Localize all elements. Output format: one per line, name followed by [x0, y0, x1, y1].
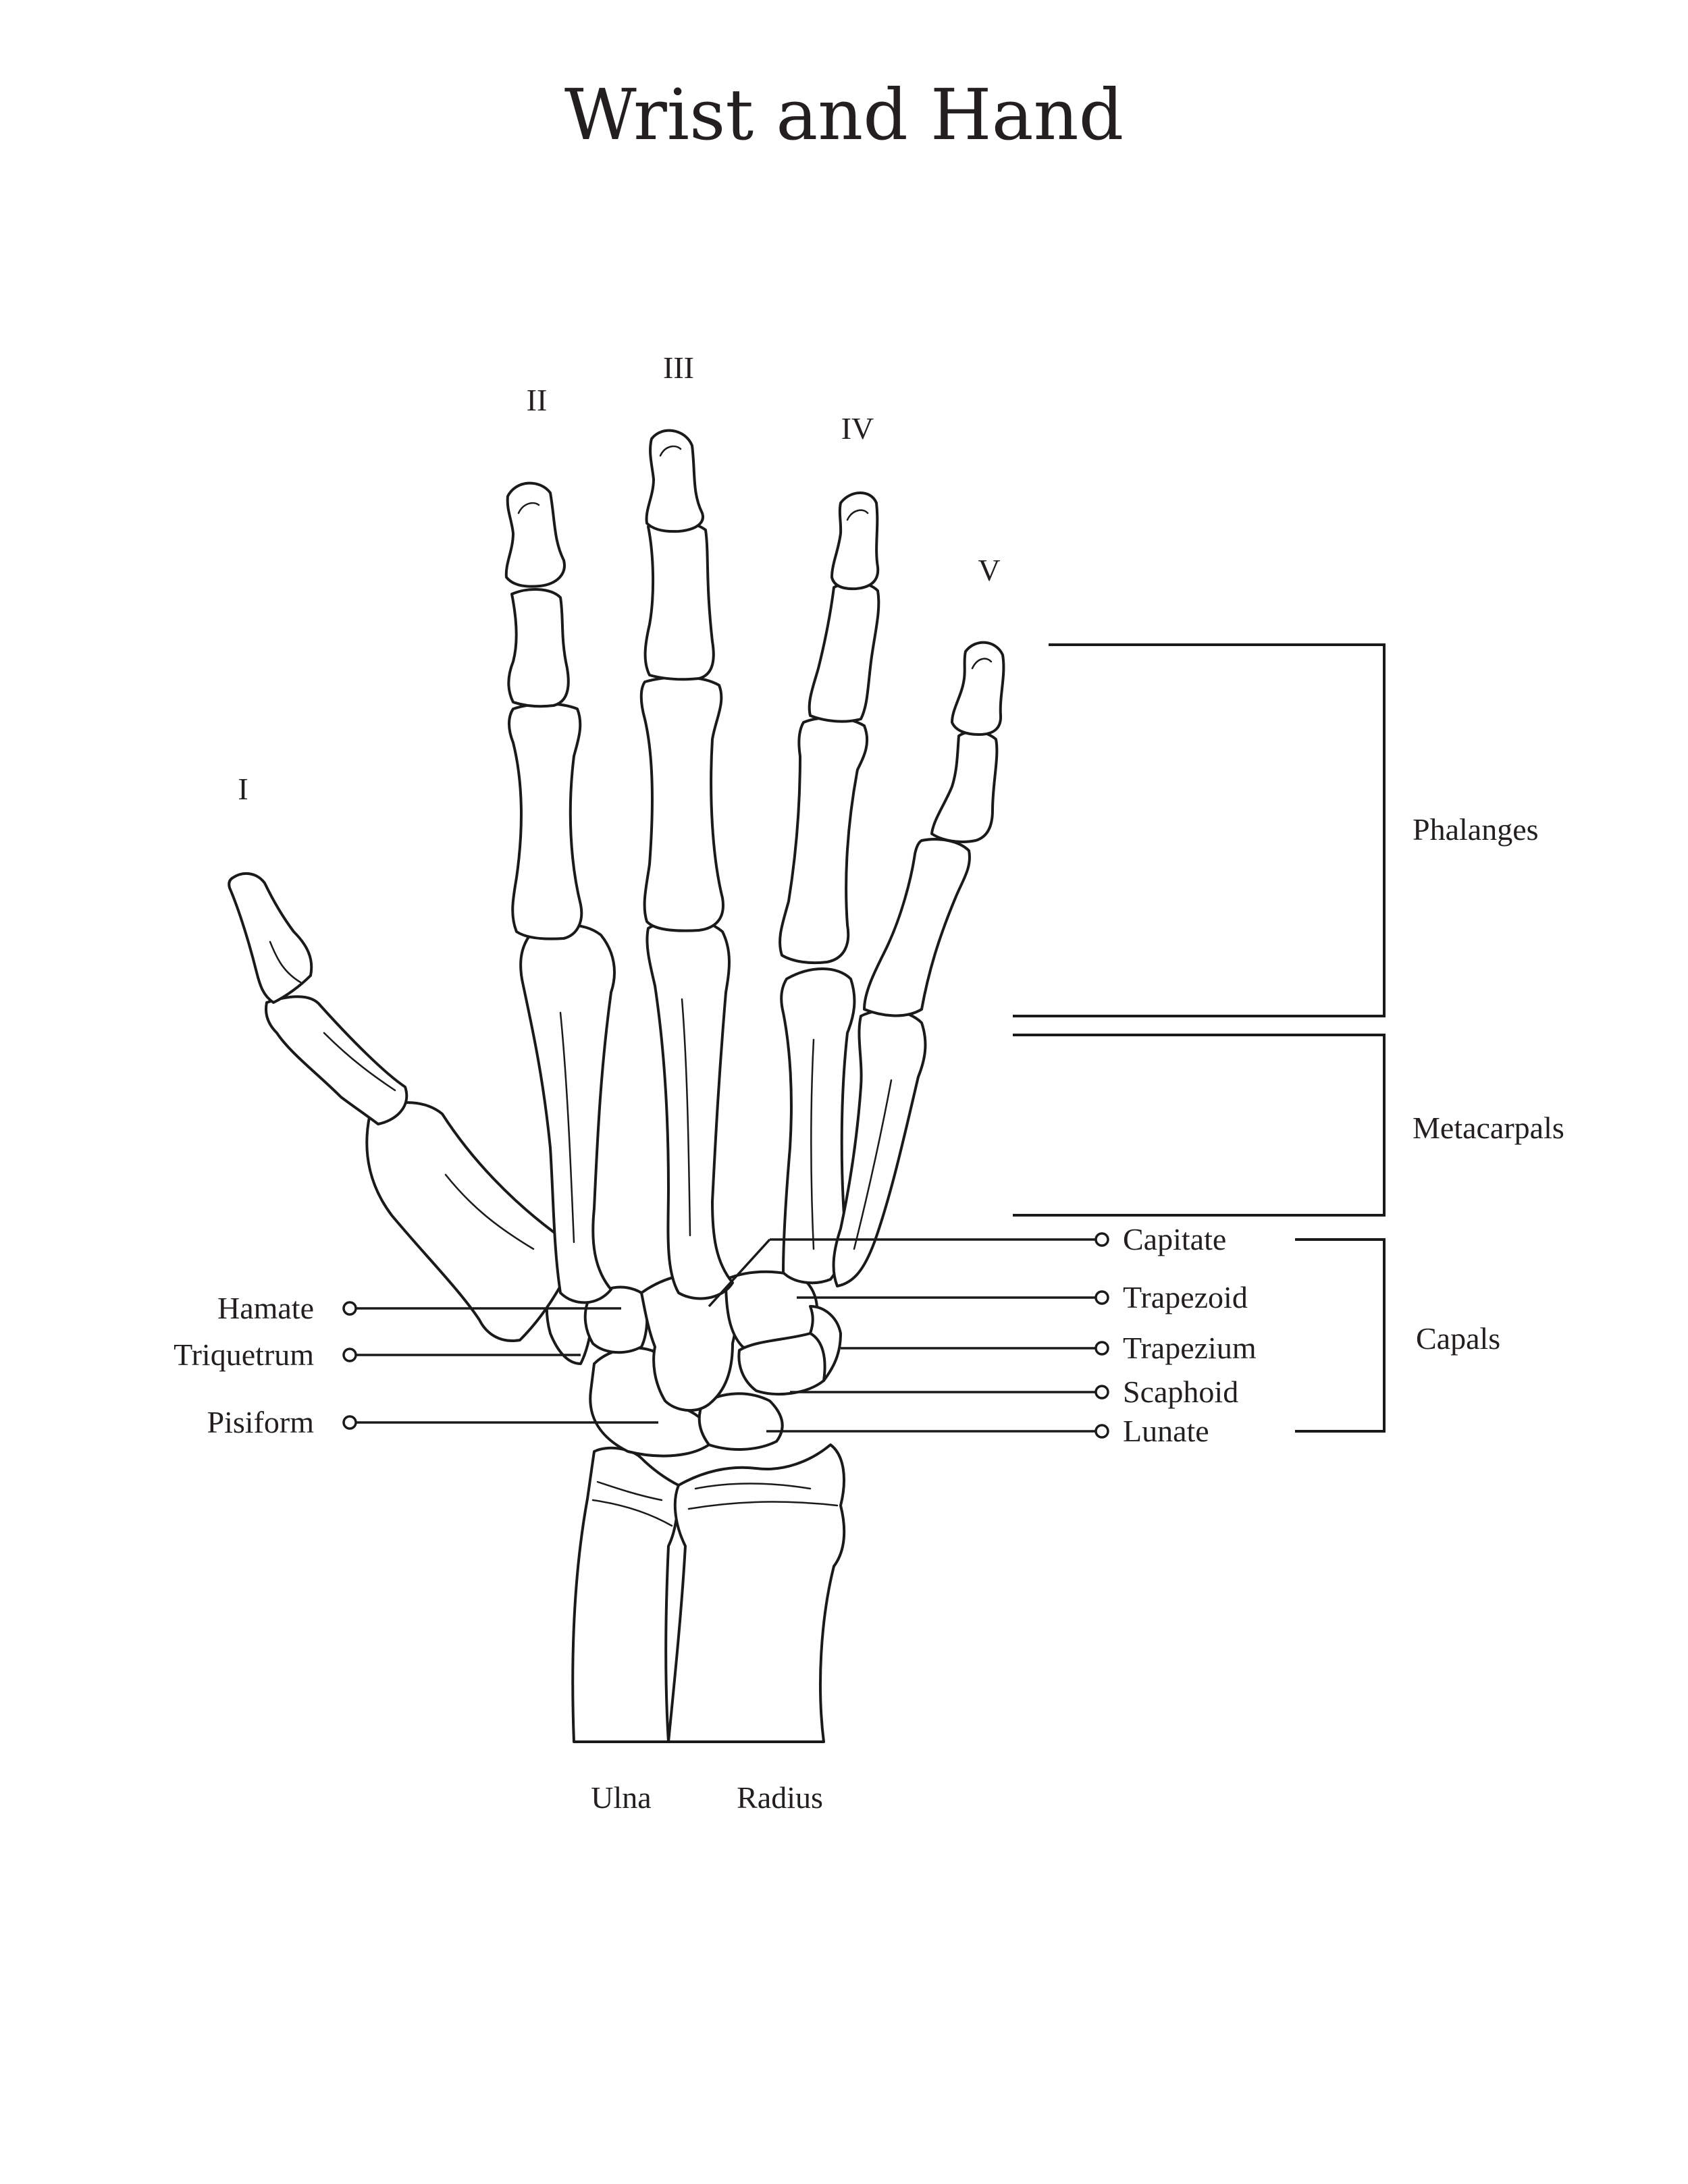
digit-iii — [639, 429, 734, 1300]
digit-label-i: I — [238, 772, 248, 806]
thumb-digit-i — [228, 872, 571, 1342]
label-trapezium: Trapezium — [1123, 1331, 1257, 1365]
leader-lines-right — [708, 1232, 1109, 1439]
digit-label-iv: IV — [841, 411, 874, 446]
group-label-metacarpals: Metacarpals — [1413, 1111, 1564, 1145]
label-triquetrum: Triquetrum — [174, 1337, 314, 1372]
digit-label-ii: II — [526, 383, 548, 417]
label-radius: Radius — [737, 1780, 823, 1815]
ulna-bone — [571, 1446, 680, 1743]
group-label-phalanges: Phalanges — [1413, 812, 1539, 847]
label-hamate: Hamate — [217, 1291, 314, 1325]
label-scaphoid: Scaphoid — [1123, 1375, 1239, 1409]
carpal-bones — [545, 1262, 842, 1458]
digit-v — [832, 641, 1005, 1287]
label-capitate: Capitate — [1123, 1222, 1227, 1256]
diagram-title: Wrist and Hand — [564, 74, 1124, 156]
leader-lines-left — [342, 1301, 658, 1430]
label-trapezoid: Trapezoid — [1123, 1280, 1248, 1314]
label-lunate: Lunate — [1123, 1414, 1209, 1448]
group-label-carpals: Capals — [1416, 1321, 1501, 1356]
label-ulna: Ulna — [591, 1780, 652, 1815]
digit-label-v: V — [978, 553, 1001, 587]
radius-bone — [667, 1443, 846, 1743]
digit-label-iii: III — [663, 350, 694, 385]
group-brackets — [1013, 643, 1386, 1433]
carpals-bracket — [1295, 1238, 1386, 1433]
phalanges-bracket — [1013, 643, 1386, 1017]
hamate-bone — [583, 1285, 649, 1354]
label-pisiform: Pisiform — [207, 1405, 314, 1439]
metacarpals-bracket — [1013, 1034, 1386, 1217]
digit-ii — [504, 481, 616, 1304]
lunate-bone — [697, 1392, 784, 1451]
digit-iv — [779, 491, 880, 1285]
scaphoid-bone — [809, 1305, 842, 1382]
